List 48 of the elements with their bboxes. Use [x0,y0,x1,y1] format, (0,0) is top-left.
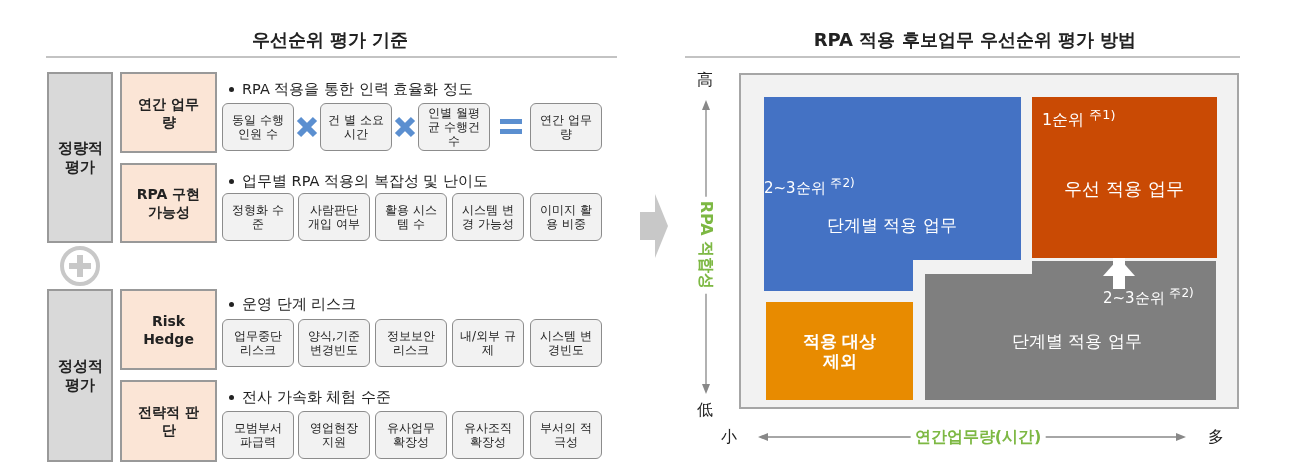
factor-box: 유사업무 확장성 [375,411,447,459]
criterion-box: Risk Hedge [120,289,217,370]
quadrant-rank: 2~3순위 $^{주2)}$ [1103,285,1194,308]
factor-box: 건 별 소요시간 [320,103,392,151]
factor-box: 업무중단 리스크 [222,319,294,367]
axis-label: 多 [1208,426,1224,448]
criterion-box: 연간 업무량 [120,72,217,153]
category-label-box: 정량적 평가 [47,72,113,243]
quadrant-rank: 1순위 $^{주1)}$ [1042,107,1116,132]
bullet-text: 운영 단계 리스크 [226,293,357,315]
factor-box: 시스템 변경 가능성 [452,193,524,241]
axis-label: 小 [721,426,737,448]
factor-box: 인별 월평균 수행건수 [418,103,490,151]
quadrant-block: 적용 대상 제외 [766,302,913,400]
heading: RPA 적용 후보업무 우선순위 평가 방법 [813,28,1137,52]
quadrant-block [1032,97,1217,258]
quadrant-label: 단계별 적용 업무 [1012,329,1142,353]
factor-box: 부서의 적극성 [530,411,602,459]
factor-box: 정보보안 리스크 [375,319,447,367]
factor-box: 사람판단 개입 여부 [298,193,370,241]
category-label-box: 정성적 평가 [47,289,113,462]
factor-box: 내/외부 규제 [452,319,524,367]
bullet-text: RPA 적용을 통한 인력 효율화 정도 [226,78,473,100]
factor-box: 활용 시스템 수 [375,193,447,241]
factor-box: 유사조직 확장성 [452,411,524,459]
factor-box: 이미지 활용 비중 [530,193,602,241]
quadrant-label: 우선 적용 업무 [1064,177,1184,201]
factor-box: 동일 수행 인원 수 [222,103,294,151]
factor-box: 모범부서 파급력 [222,411,294,459]
factor-box: 영업현장 지원 [298,411,370,459]
quadrant-block [925,261,1216,400]
factor-box: 시스템 변경빈도 [530,319,602,367]
block-arrow [1103,258,1135,289]
axis-label: 高 [697,69,713,91]
axis-label: 低 [697,399,713,421]
bullet-text: 전사 가속화 체험 수준 [226,386,391,408]
heading: 우선순위 평가 기준 [251,28,409,52]
matrix-frame [739,73,1239,409]
axis-title: 연간업무량(시간) [910,426,1046,448]
quadrant-label: 단계별 적용 업무 [827,213,957,237]
factor-box: 정형화 수준 [222,193,294,241]
factor-box: 양식,기준 변경빈도 [298,319,370,367]
quadrant-block [764,97,1021,291]
criterion-box: RPA 구현가능성 [120,163,217,243]
quadrant-rank: 2~3순위 $^{주2)}$ [764,175,855,198]
factor-box: 연간 업무량 [530,103,602,151]
criterion-box: 전략적 판단 [120,380,217,462]
bullet-text: 업무별 RPA 적용의 복잡성 및 난이도 [226,170,488,192]
